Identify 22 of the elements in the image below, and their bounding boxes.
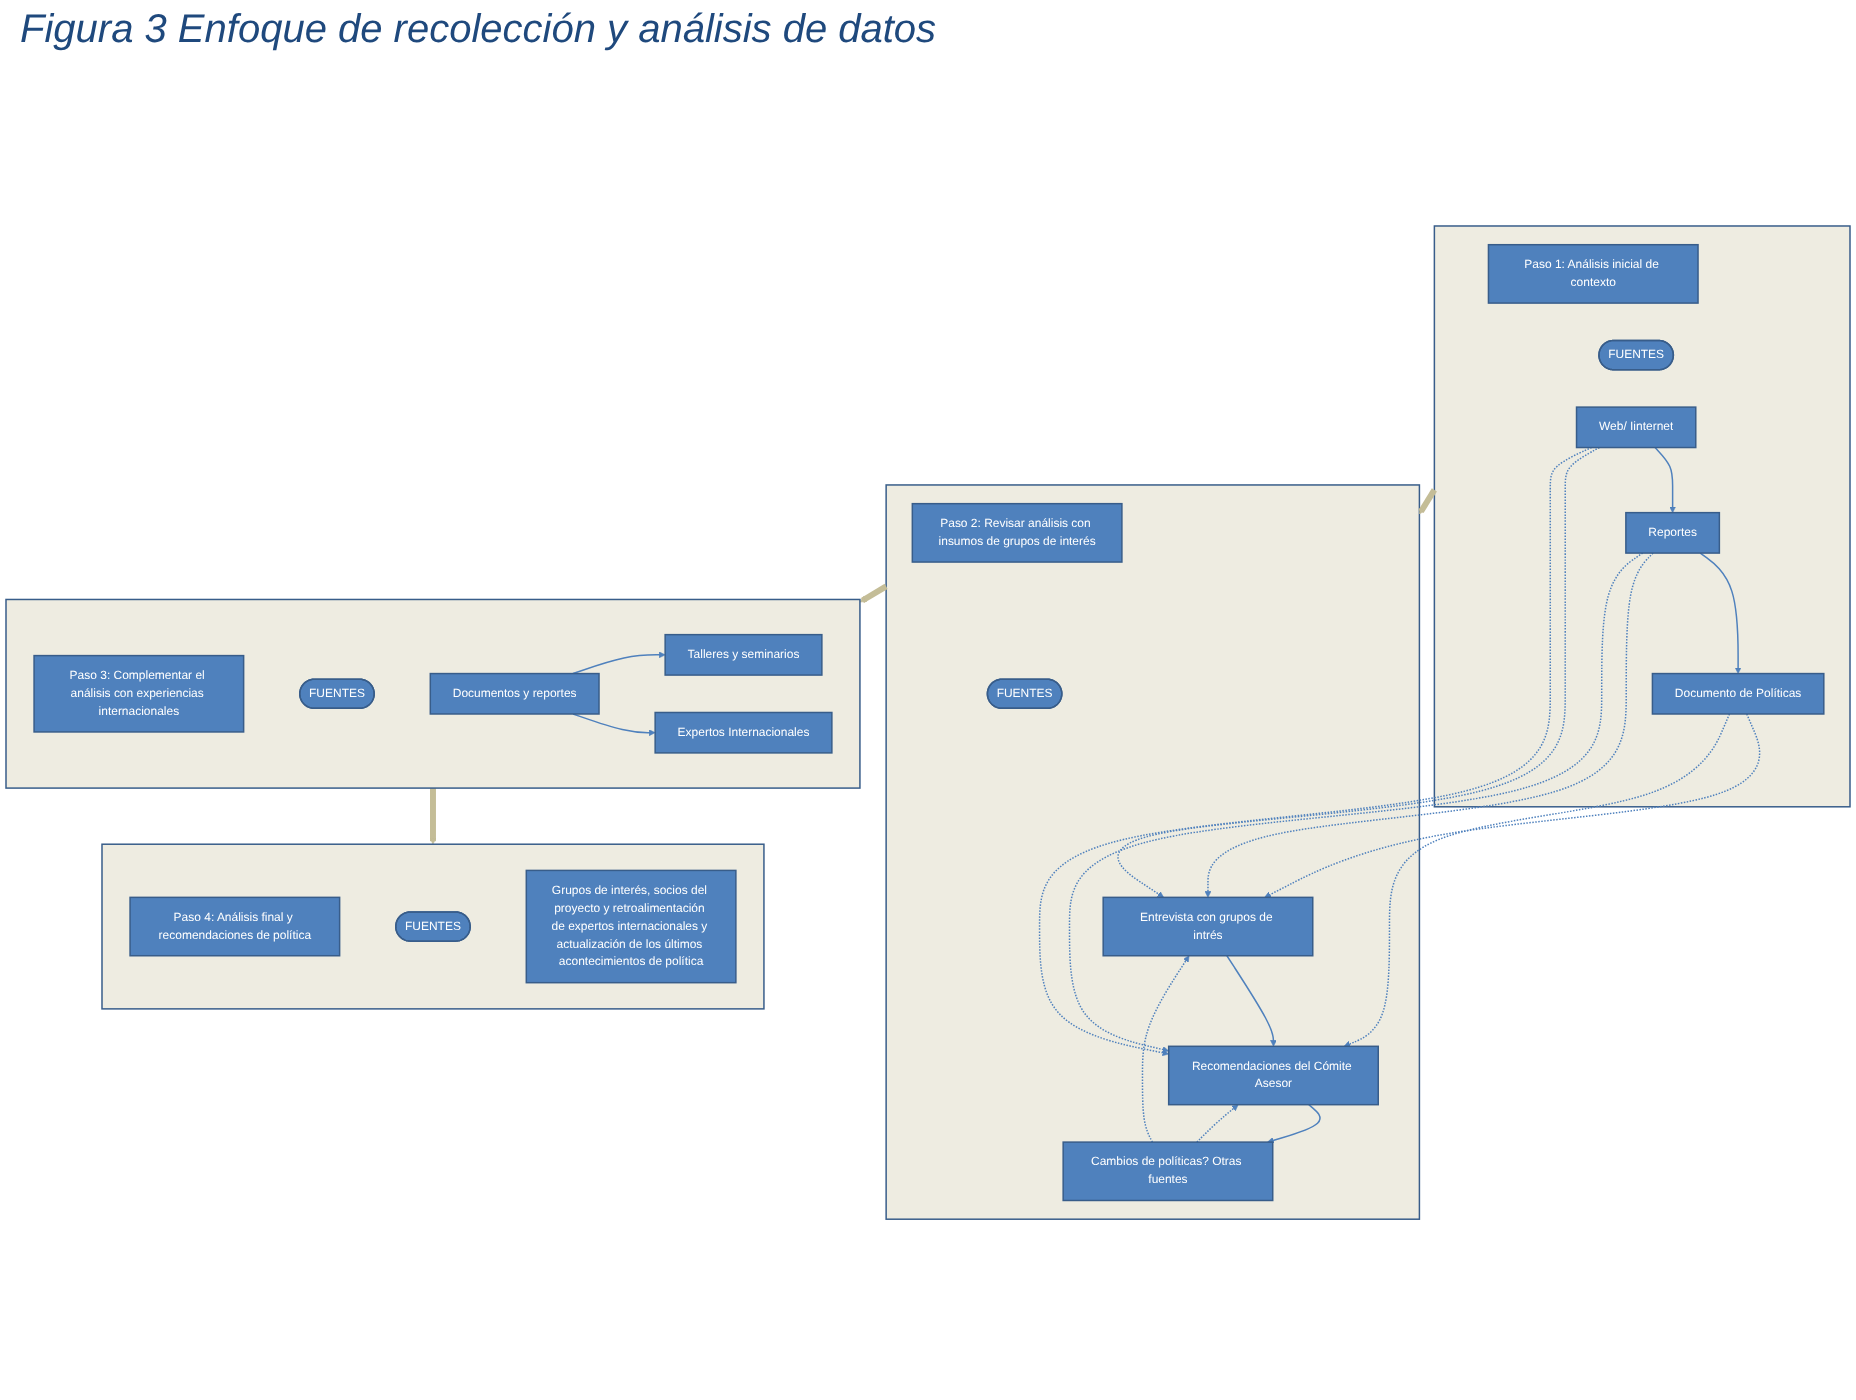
arrow [859, 583, 888, 603]
arrow [1204, 551, 1654, 898]
cluster [101, 842, 765, 1010]
arrow [1196, 1103, 1239, 1143]
cluster [5, 598, 861, 789]
arrow [1038, 446, 1593, 1056]
cluster [1433, 224, 1851, 807]
arrow [572, 650, 666, 674]
arrow [1699, 551, 1742, 674]
arrow [1068, 551, 1644, 1053]
arrow [1267, 1103, 1321, 1143]
arrow [429, 787, 437, 844]
arrow [1226, 954, 1277, 1046]
figure-title: Figura 3 Enfoque de recolección y análisis de datos [18, 6, 939, 56]
arrow [1117, 446, 1601, 898]
arrow [1418, 487, 1437, 514]
arrow [1141, 954, 1190, 1143]
arrow [1264, 712, 1761, 898]
arrow [572, 712, 656, 736]
arrow [1654, 446, 1676, 513]
cluster [885, 483, 1421, 1220]
arrow [1343, 712, 1731, 1047]
